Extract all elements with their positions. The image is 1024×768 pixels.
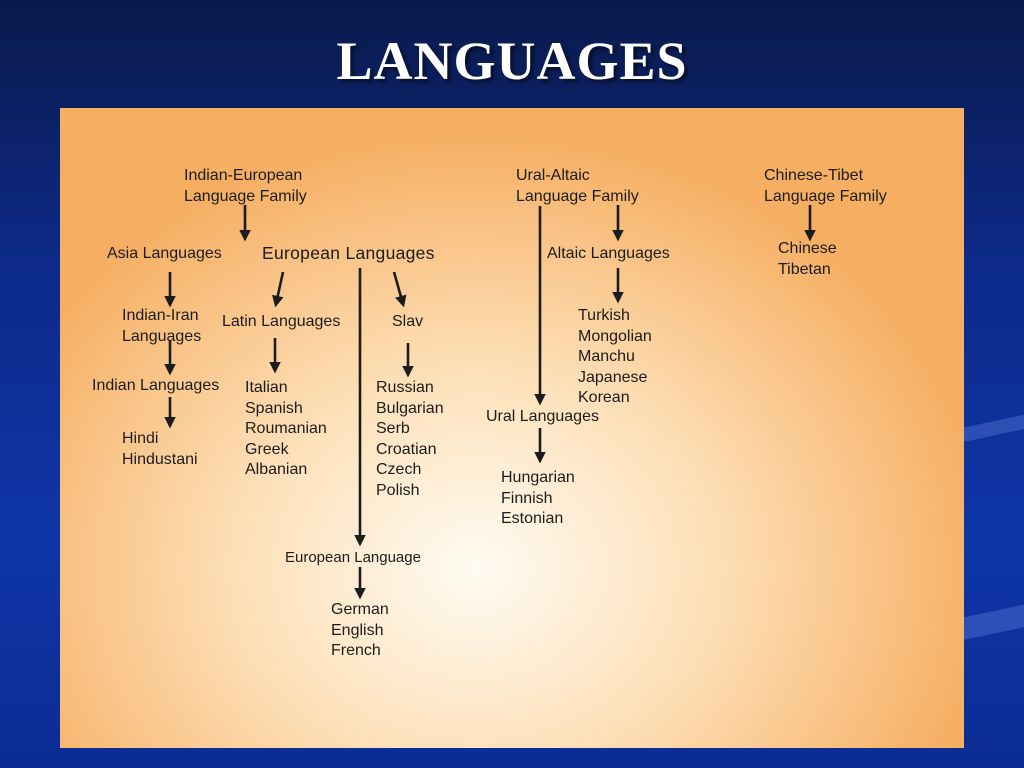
chinese-tibet-family-label: Chinese-Tibet Language Family [764,167,887,205]
slide-title: LANGUAGES [336,31,688,91]
european-language-label: European Language [285,549,421,566]
indian-iran-label: Indian-Iran Languages [122,307,202,345]
chinese-tibet-languages-list: Chinese Tibetan [778,240,837,278]
ural-languages-label: Ural Languages [486,408,599,425]
latin-languages-label: Latin Languages [222,313,341,330]
slav-label: Slav [392,313,424,330]
germanic-languages-list: German English French [331,601,389,659]
background-streak [953,600,1024,642]
ural-languages-list: Hungarian Finnish Estonian [501,469,575,527]
altaic-languages-list: Turkish Mongolian Manchu Japanese Korean [578,307,652,406]
european-languages-label: European Languages [262,243,435,263]
indian-languages-label: Indian Languages [92,377,220,394]
diagram-panel [60,108,964,748]
indian-languages-list: Hindi Hindustani [122,430,198,468]
background-streak [959,411,1024,443]
latin-languages-list: Italian Spanish Roumanian Greek Albanian [245,379,327,478]
indo-european-family-label: Indian-European Language Family [184,167,307,205]
asia-languages-label: Asia Languages [107,245,222,262]
altaic-languages-label: Altaic Languages [547,245,670,262]
ural-altaic-family-label: Ural-Altaic Language Family [516,167,639,205]
slav-languages-list: Russian Bulgarian Serb Croatian Czech Po… [376,379,444,499]
